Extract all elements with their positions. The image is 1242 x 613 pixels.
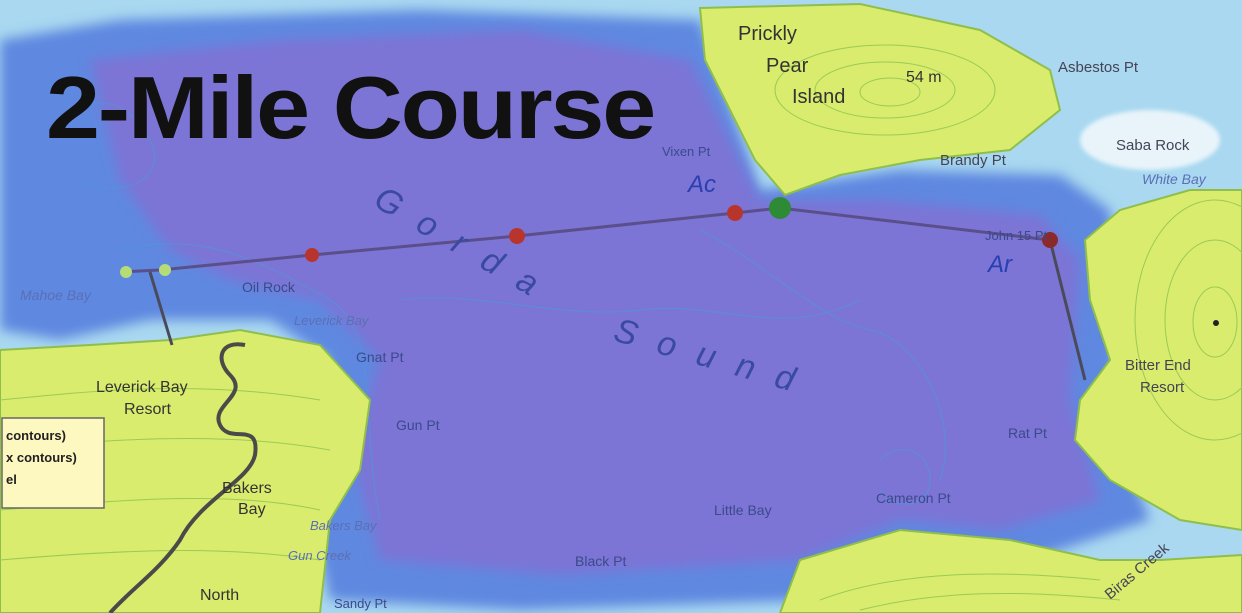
label-bitter-end-resort: Resort bbox=[1140, 379, 1185, 396]
label-bakers: Bakers bbox=[222, 480, 272, 497]
label-white-bay: White Bay bbox=[1142, 171, 1207, 187]
label-bay: Bay bbox=[238, 501, 266, 518]
map-title: 2-Mile Course bbox=[46, 58, 654, 157]
bottom-contours bbox=[819, 573, 1121, 611]
label-sandy-pt: Sandy Pt bbox=[334, 596, 387, 611]
label-bitter-end: Bitter End bbox=[1125, 357, 1191, 374]
bitter-end-land bbox=[1073, 189, 1242, 532]
buoy-start-green bbox=[159, 264, 171, 276]
label-saba-rock: Saba Rock bbox=[1116, 137, 1190, 154]
label-pear: Pear bbox=[766, 55, 809, 77]
buoy-red bbox=[1042, 232, 1058, 248]
label-gnat-pt: Gnat Pt bbox=[356, 349, 404, 365]
buoy-red bbox=[727, 205, 743, 221]
label-asbestos-pt: Asbestos Pt bbox=[1058, 59, 1139, 76]
island-contours bbox=[774, 44, 996, 136]
label-elevation: 54 m bbox=[906, 69, 942, 86]
saba-shoal bbox=[1080, 110, 1220, 170]
label-mahoe-bay: Mahoe Bay bbox=[20, 287, 92, 303]
label-leverick-bay-water: Leverick Bay bbox=[294, 313, 370, 328]
marker-a-left: Ac bbox=[686, 171, 716, 198]
label-leverick-bay: Leverick Bay bbox=[96, 379, 188, 396]
label-brandy-pt: Brandy Pt bbox=[940, 152, 1007, 169]
leverick-land bbox=[0, 328, 372, 613]
summit-dot-right bbox=[1213, 320, 1219, 326]
start-line-right bbox=[1048, 239, 1087, 381]
legend-line-1: contours) bbox=[6, 428, 66, 443]
label-little-bay: Little Bay bbox=[714, 502, 772, 518]
legend-line-3: el bbox=[6, 472, 17, 487]
prickly-pear-island bbox=[698, 2, 1062, 197]
buoy-red bbox=[509, 228, 525, 244]
label-cameron-pt: Cameron Pt bbox=[876, 490, 951, 506]
deep-water bbox=[90, 30, 1100, 575]
label-north: North bbox=[200, 587, 239, 604]
label-gun-pt: Gun Pt bbox=[396, 417, 440, 433]
right-contours bbox=[1134, 199, 1242, 441]
legend-box bbox=[1, 417, 105, 509]
label-bakers-bay-water: Bakers Bay bbox=[310, 518, 378, 533]
label-john-pt: John 15 Pt bbox=[985, 228, 1048, 243]
label-oil-rock: Oil Rock bbox=[242, 279, 296, 295]
label-leverick-resort: Resort bbox=[124, 401, 172, 418]
legend-line-2: x contours) bbox=[6, 450, 77, 465]
buoy-start-green bbox=[120, 266, 132, 278]
buoy-red bbox=[305, 248, 319, 262]
start-line-left bbox=[148, 271, 174, 346]
label-vixen-pt: Vixen Pt bbox=[662, 144, 711, 159]
label-black-pt: Black Pt bbox=[575, 553, 626, 569]
marker-a-right: Ar bbox=[986, 251, 1013, 278]
bottom-land bbox=[778, 528, 1242, 613]
water-contours bbox=[59, 102, 946, 521]
label-prickly: Prickly bbox=[738, 23, 797, 45]
buoy-green bbox=[769, 197, 791, 219]
label-rat-pt: Rat Pt bbox=[1008, 425, 1047, 441]
label-gun-creek: Gun Creek bbox=[288, 548, 352, 563]
road bbox=[108, 342, 258, 613]
label-island: Island bbox=[792, 86, 845, 108]
